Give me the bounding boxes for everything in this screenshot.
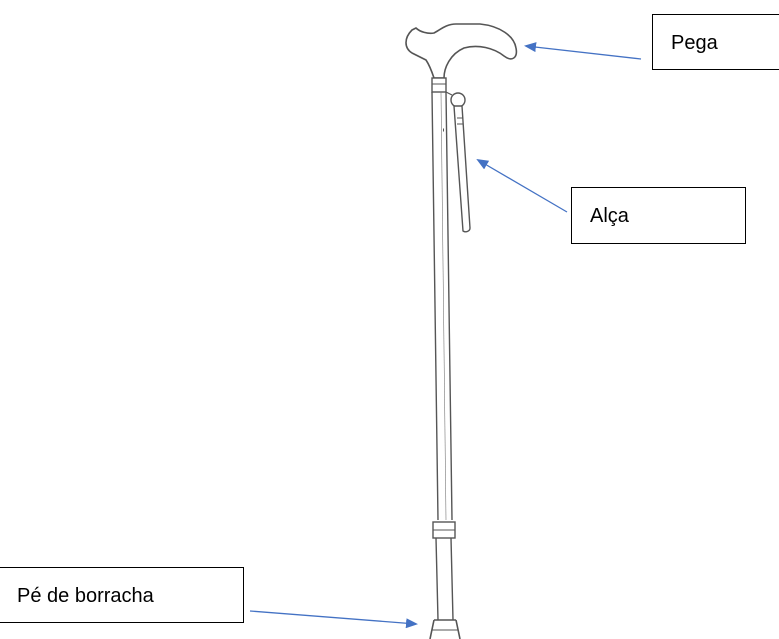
cane-shaft-lower [435, 537, 454, 621]
label-handle: Pega [671, 32, 718, 54]
label-strap: Alça [590, 205, 629, 227]
cane-handle [405, 23, 518, 79]
arrow-to-handle [524, 42, 642, 60]
wrist-strap [453, 105, 471, 233]
strap-ring [450, 92, 466, 108]
handle-collar [431, 77, 447, 93]
label-box-strap: Alça [571, 187, 746, 244]
cane-shaft-upper [431, 91, 453, 521]
arrow-to-rubber-tip [249, 610, 418, 629]
label-rubber-tip: Pé de borracha [17, 585, 154, 607]
label-box-handle: Pega [652, 14, 779, 70]
label-box-rubber-tip: Pé de borracha [0, 567, 244, 623]
arrow-to-strap [476, 158, 568, 213]
